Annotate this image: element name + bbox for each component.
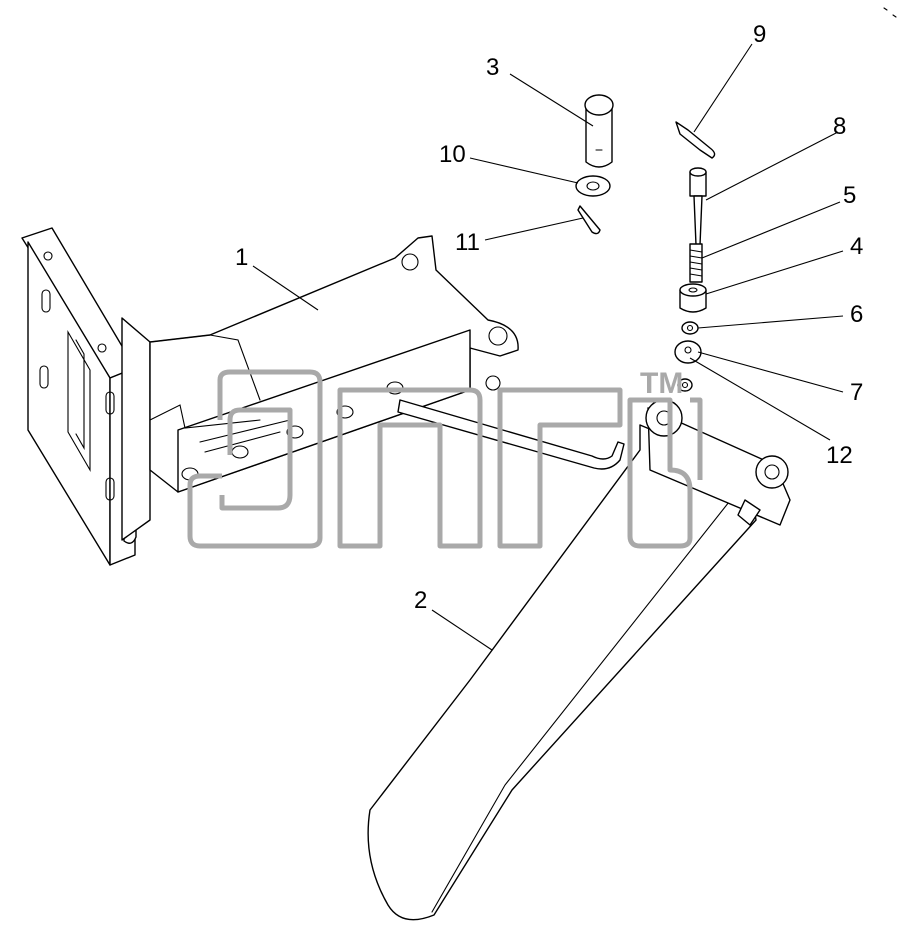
callout-labels: 1 2 3 4 5 6 7 8 9 10 11 12 (235, 21, 863, 614)
adjusting-rod (689, 167, 707, 246)
callout-9: 9 (753, 21, 766, 48)
callout-4: 4 (850, 233, 863, 260)
roller (674, 340, 702, 364)
pin (584, 94, 614, 168)
callout-3: 3 (486, 54, 499, 81)
bushing (679, 283, 707, 313)
callout-8: 8 (833, 113, 846, 140)
pedal (367, 399, 791, 921)
nut (681, 321, 699, 335)
washer (575, 175, 611, 197)
spring (689, 243, 703, 283)
lock-nut (677, 378, 693, 392)
cotter-pin (577, 205, 601, 235)
callout-10: 10 (439, 141, 466, 168)
bracket-arm (121, 235, 625, 541)
leader-lines (252, 43, 844, 651)
bracket-mounting-plate (21, 227, 137, 566)
callout-7: 7 (850, 379, 863, 406)
callout-2: 2 (414, 587, 427, 614)
spring-clip (675, 121, 716, 159)
callout-1: 1 (235, 244, 248, 271)
callout-5: 5 (843, 182, 856, 209)
callout-11: 11 (455, 229, 480, 256)
watermark-logo: TM (187, 367, 703, 549)
corner-mark (883, 7, 897, 18)
watermark-tm: TM (640, 367, 683, 400)
callout-6: 6 (850, 301, 863, 328)
callout-12: 12 (826, 442, 853, 469)
